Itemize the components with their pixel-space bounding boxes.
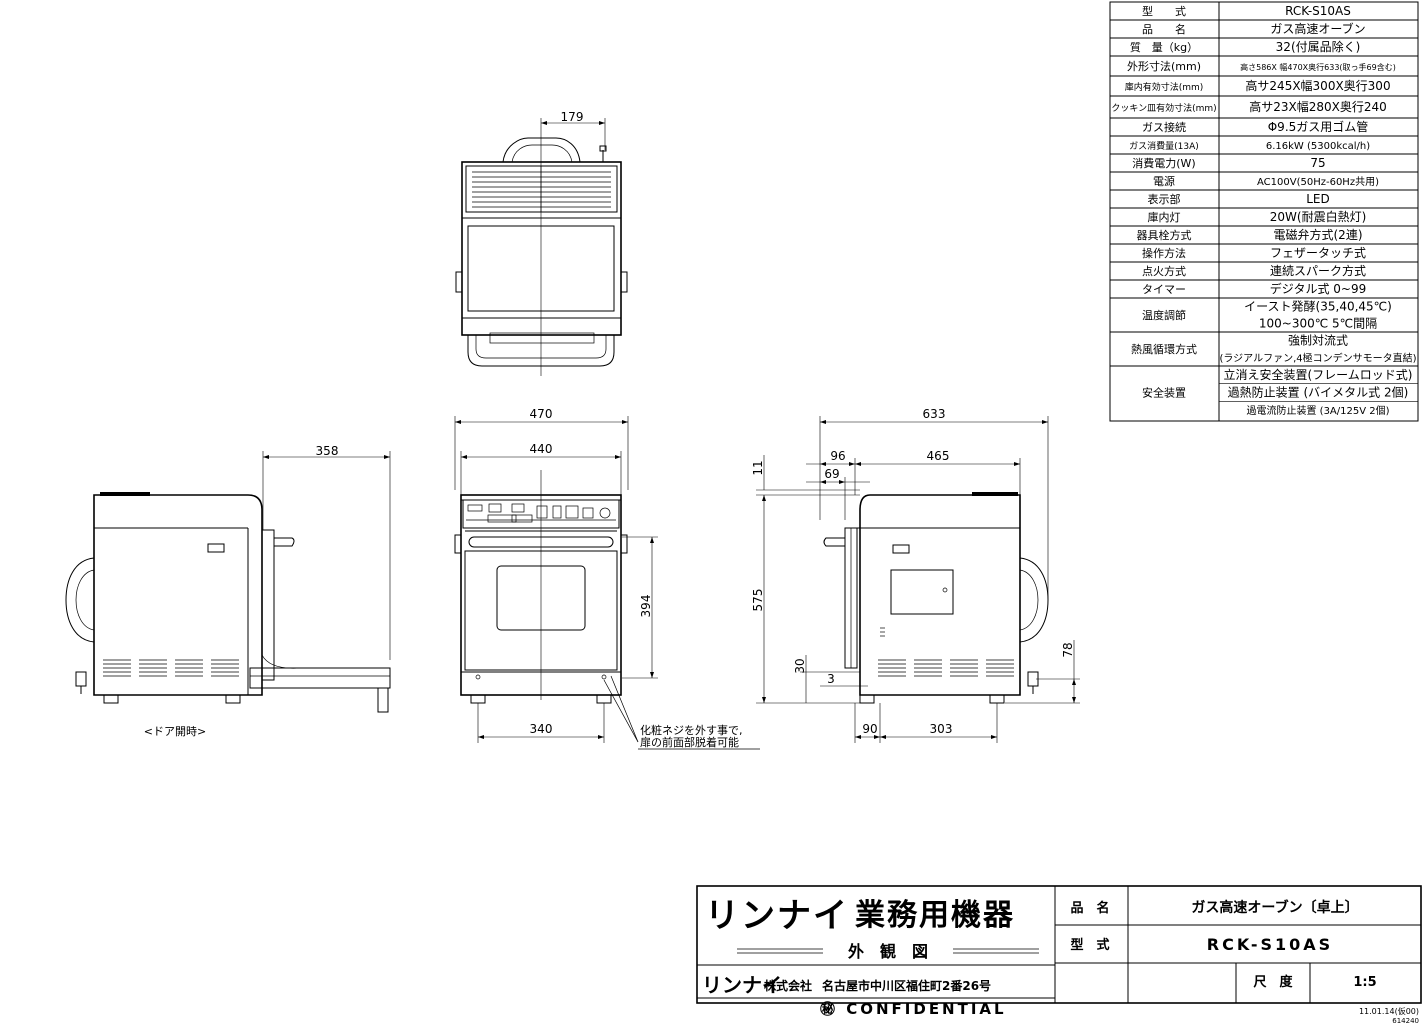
dim-358: 358 [316,444,339,458]
doc-code: 614240 [1392,1017,1419,1025]
spec-value: 高サ245X幅300X奥行300 [1245,78,1390,93]
spec-label: 操作方法 [1142,246,1186,260]
spec-label: 熱風循環方式 [1131,342,1197,356]
spec-label: 消費電力(W) [1132,156,1195,170]
revision-date: 11.01.14(仮00) [1359,1006,1419,1016]
dim-96: 96 [830,449,845,463]
spec-value: 過電流防止装置 (3A/125V 2個) [1246,404,1389,417]
scale-label: 尺 度 [1253,974,1293,990]
dim-78: 78 [1061,642,1075,657]
spec-label: 質 量（kg） [1130,40,1198,54]
drawing-kind: 外 観 図 [847,942,928,961]
spec-label: 温度調節 [1142,308,1186,322]
company-suffix: 株式会社 [764,978,812,993]
spec-value: デジタル式 0~99 [1270,281,1367,296]
title-block: リンナイ 業務用機器 外 観 図 リンナイ 株式会社 名古屋市中川区福住町2番2… [696,885,1422,1025]
spec-value: 高サ23X幅280X奥行240 [1249,99,1387,114]
division-title: 業務用機器 [855,898,1015,933]
spec-label: 表示部 [1148,192,1181,206]
spec-label: 安全装置 [1142,386,1186,400]
spec-value: フェザータッチ式 [1270,246,1366,260]
confidential-mark: ㊙ CONFIDENTIAL [820,1000,1007,1018]
dim-303: 303 [930,722,953,736]
spec-value: イースト発酵(35,40,45℃) [1244,300,1392,314]
company-address: 名古屋市中川区福住町2番26号 [822,978,991,993]
model-number: RCK-S10AS [1207,935,1333,954]
front-view: 470 440 [454,407,760,750]
dim-470: 470 [530,407,553,421]
dim-633: 633 [923,407,946,421]
spec-label: 型 式 [1142,4,1186,18]
spec-value: 32(付属品除く) [1276,39,1361,54]
dim-440: 440 [530,442,553,456]
spec-value: Φ9.5ガス用ゴム管 [1268,119,1369,134]
company-logo: リンナイ [702,973,782,997]
spec-value: 立消え安全装置(フレームロッド式) [1223,367,1412,382]
dim-575: 575 [751,589,765,612]
product-name: ガス高速オーブン〔卓上〕 [1191,899,1358,916]
dim-465: 465 [927,449,950,463]
dim-340: 340 [530,722,553,736]
spec-value: 強制対流式 [1288,334,1348,348]
spec-label: 庫内灯 [1148,210,1181,224]
spec-value: ガス高速オーブン [1270,21,1365,36]
spec-label: 庫内有効寸法(mm) [1125,81,1204,93]
dim-394: 394 [639,595,653,618]
door-open-note: <ドア開時> [144,725,206,738]
brand-logo: リンナイ [705,896,849,936]
control-panel [466,503,616,523]
scale-value: 1:5 [1353,975,1376,990]
spec-label: クッキン皿有効寸法(mm) [1111,102,1216,114]
spec-value: RCK-S10AS [1285,4,1351,18]
spec-value: 20W(耐震白熱灯) [1270,209,1367,224]
screw-note-line1: 化粧ネジを外す事で, [640,723,743,737]
dim-69: 69 [824,467,839,481]
spec-label: 点火方式 [1142,264,1186,278]
product-name-label: 品 名 [1070,900,1109,916]
spec-value: (ラジアルファン,4極コンデンサモータ直結) [1219,352,1416,365]
spec-value: 75 [1310,156,1325,170]
dim-30: 30 [793,658,807,673]
spec-label: ガス接続 [1142,120,1186,134]
screw-note-line2: 扉の前面部脱着可能 [640,735,739,749]
dim-90: 90 [862,722,877,736]
spec-value: 6.16kW (5300kcal/h) [1266,141,1370,152]
spec-value: 過熱防止装置 (バイメタル式 2個) [1228,385,1409,400]
side-view-door-open: 358 <ドア開時> [65,444,391,738]
spec-value: AC100V(50Hz-60Hz共用) [1257,176,1379,188]
top-view: 179 [455,110,628,376]
dim-179: 179 [561,110,584,124]
spec-label: タイマー [1142,283,1186,296]
spec-value: 電磁弁方式(2連) [1274,227,1363,242]
spec-label: 品 名 [1142,22,1186,36]
spec-value: 連続スパーク方式 [1270,263,1366,278]
spec-value: LED [1306,192,1330,206]
spec-label: 器具栓方式 [1137,228,1192,242]
spec-value: 高さ586X 幅470X奥行633(取っ手69含む) [1240,62,1396,72]
spec-label: 電源 [1153,174,1175,188]
spec-label: ガス消費量(13A) [1129,140,1199,152]
model-label: 型 式 [1070,937,1109,953]
spec-value: 100~300℃ 5℃間隔 [1259,317,1377,331]
spec-label: 外形寸法(mm) [1127,59,1201,73]
dim-3: 3 [827,672,835,686]
right-side-view: 633 96 465 69 11 575 [751,407,1080,743]
dim-11: 11 [751,460,765,475]
